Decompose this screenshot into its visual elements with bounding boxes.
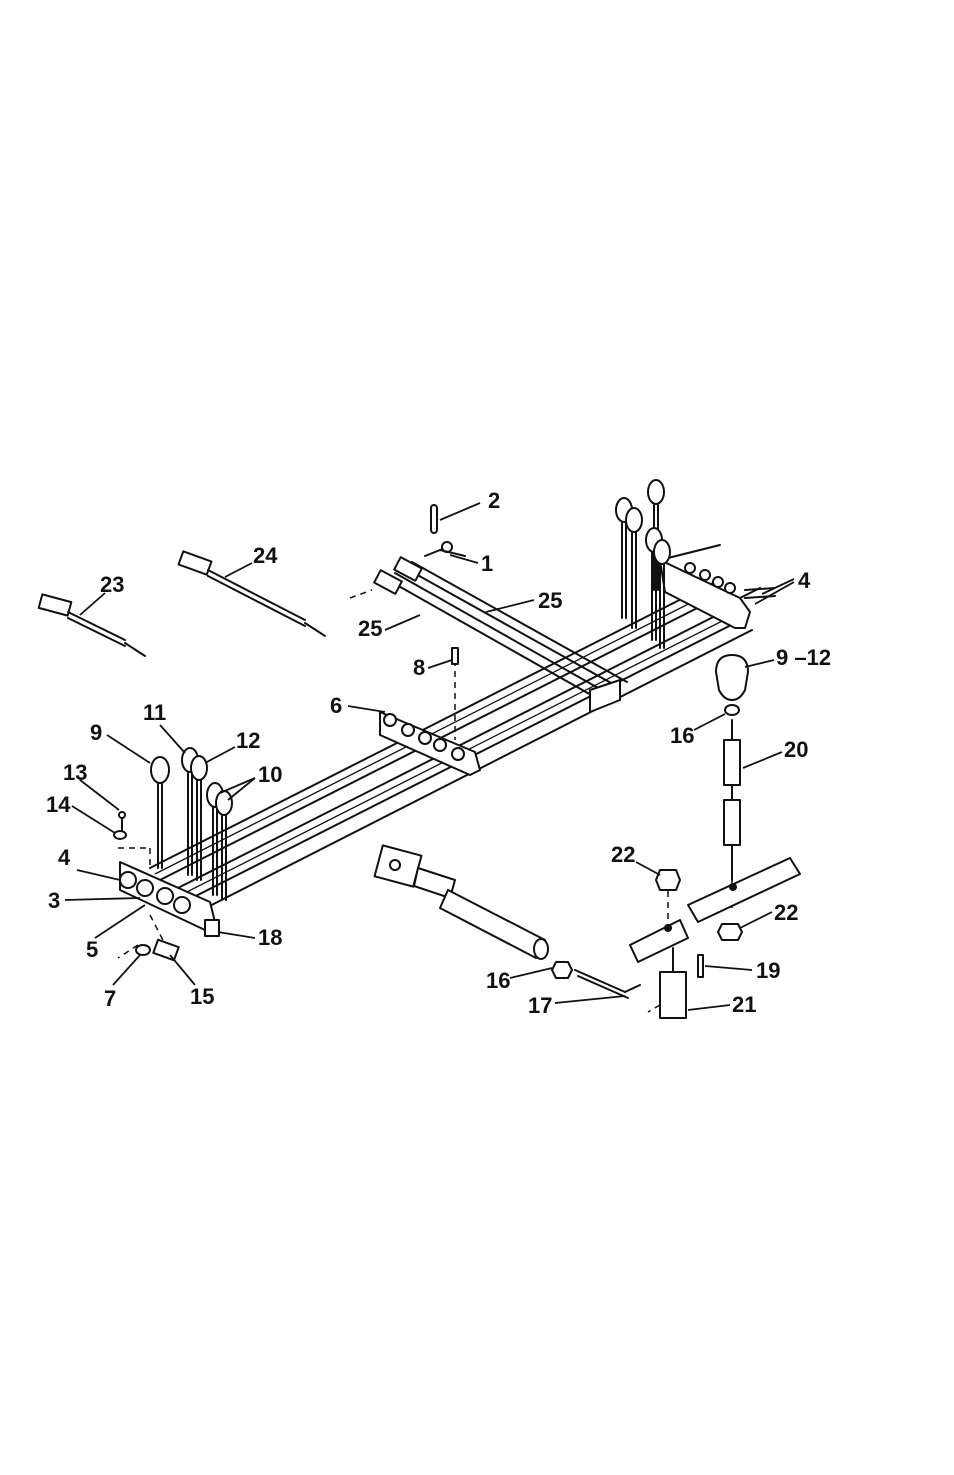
callout-25-lower: 25 [358,616,382,641]
part-23-rod [37,593,146,657]
callout-5: 5 [86,937,98,962]
front-hardware [113,811,180,962]
callout-7: 7 [104,986,116,1011]
callout-4-rear: 4 [798,568,811,593]
callout-25-upper: 25 [538,588,562,613]
callout-23: 23 [100,572,124,597]
exploded-detail [629,654,801,1019]
leader-lines [64,502,795,1011]
callout-11: 11 [143,700,166,725]
callout-24: 24 [253,543,278,568]
callout-16-right: 16 [670,723,694,748]
callout-9-12: 9 –12 [776,645,831,670]
callout-22-right: 22 [774,900,798,925]
upper-rods [349,541,628,713]
callout-1: 1 [481,551,493,576]
rear-levers [615,479,671,649]
front-bracket [117,847,220,959]
pin-and-bolt [430,504,466,557]
callout-10: 10 [258,762,282,787]
callout-6: 6 [330,693,342,718]
callout-20: 20 [784,737,808,762]
front-levers [150,747,233,901]
callout-4-front: 4 [58,845,71,870]
callout-labels: 1 2 3 4 4 5 6 7 8 9 9 –12 10 11 12 13 14… [46,488,831,1018]
callout-17: 17 [528,993,552,1018]
callout-16-center: 16 [486,968,510,993]
callout-13: 13 [63,760,87,785]
middle-bracket [379,647,481,776]
part-24-rod [177,550,326,637]
callout-2: 2 [488,488,500,513]
callout-3: 3 [48,888,60,913]
callout-19: 19 [756,958,780,983]
callout-21: 21 [732,992,756,1017]
callout-8: 8 [413,655,425,680]
clevis-tube-detail [373,844,641,999]
callout-9: 9 [90,720,102,745]
rear-bracket [659,544,776,629]
callout-12: 12 [236,728,260,753]
callout-15: 15 [190,984,214,1009]
callout-14: 14 [46,792,71,817]
callout-18: 18 [258,925,282,950]
callout-22-left: 22 [611,842,635,867]
